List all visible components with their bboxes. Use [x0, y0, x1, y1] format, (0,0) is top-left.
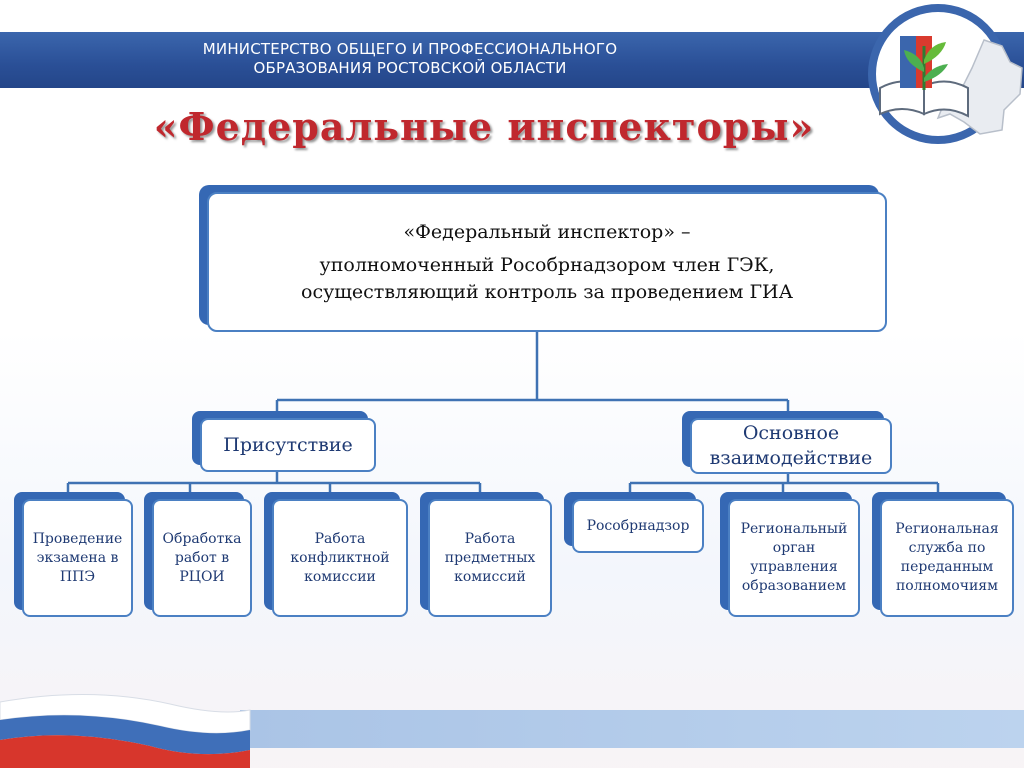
flag-ribbon-decoration	[0, 694, 1024, 768]
leaf-subject-commissions: Работа предметных комиссий	[428, 499, 552, 617]
definition-box: «Федеральный инспектор» – уполномоченный…	[207, 192, 887, 332]
definition-line-2: уполномоченный Рособрнадзором член ГЭК,	[319, 253, 775, 276]
branch-interaction-box: Основное взаимодействие	[690, 418, 892, 474]
leaf-regional-education-authority-label: Региональный орган управления образовани…	[740, 521, 848, 594]
leaf-conflict-commission-label: Работа конфликтной комиссии	[290, 530, 390, 585]
ministry-book-logo-icon	[852, 2, 1024, 152]
definition-heading: «Федеральный инспектор» –	[403, 220, 691, 243]
leaf-exam-ppe-label: Проведение экзамена в ППЭ	[32, 530, 123, 585]
branch-presence-label: Присутствие	[223, 433, 353, 456]
leaf-regional-education-authority: Региональный орган управления образовани…	[728, 499, 860, 617]
definition-line-3: осуществляющий контроль за проведением Г…	[301, 280, 793, 303]
leaf-rosobrnadzor-label: Рособрнадзор	[586, 517, 690, 534]
leaf-rosobrnadzor: Рособрнадзор	[572, 499, 704, 553]
page-title: «Федеральные инспекторы»	[153, 104, 815, 149]
leaf-conflict-commission: Работа конфликтной комиссии	[272, 499, 408, 617]
ministry-header-line-2: ОБРАЗОВАНИЯ РОСТОВСКОЙ ОБЛАСТИ	[253, 59, 567, 77]
leaf-regional-delegated-service: Региональная служба по переданным полном…	[880, 499, 1014, 617]
ministry-header: МИНИСТЕРСТВО ОБЩЕГО И ПРОФЕССИОНАЛЬНОГО …	[150, 40, 670, 78]
header-band	[0, 32, 1024, 88]
branch-interaction-label: Основное взаимодействие	[709, 422, 873, 469]
ministry-header-line-1: МИНИСТЕРСТВО ОБЩЕГО И ПРОФЕССИОНАЛЬНОГО	[202, 40, 618, 58]
leaf-rcoi-processing-label: Обработка работ в РЦОИ	[162, 530, 242, 585]
branch-presence-box: Присутствие	[200, 418, 376, 472]
leaf-exam-ppe: Проведение экзамена в ППЭ	[22, 499, 133, 617]
leaf-subject-commissions-label: Работа предметных комиссий	[444, 530, 536, 585]
leaf-rcoi-processing: Обработка работ в РЦОИ	[152, 499, 252, 617]
leaf-regional-delegated-service-label: Региональная служба по переданным полном…	[895, 521, 999, 594]
